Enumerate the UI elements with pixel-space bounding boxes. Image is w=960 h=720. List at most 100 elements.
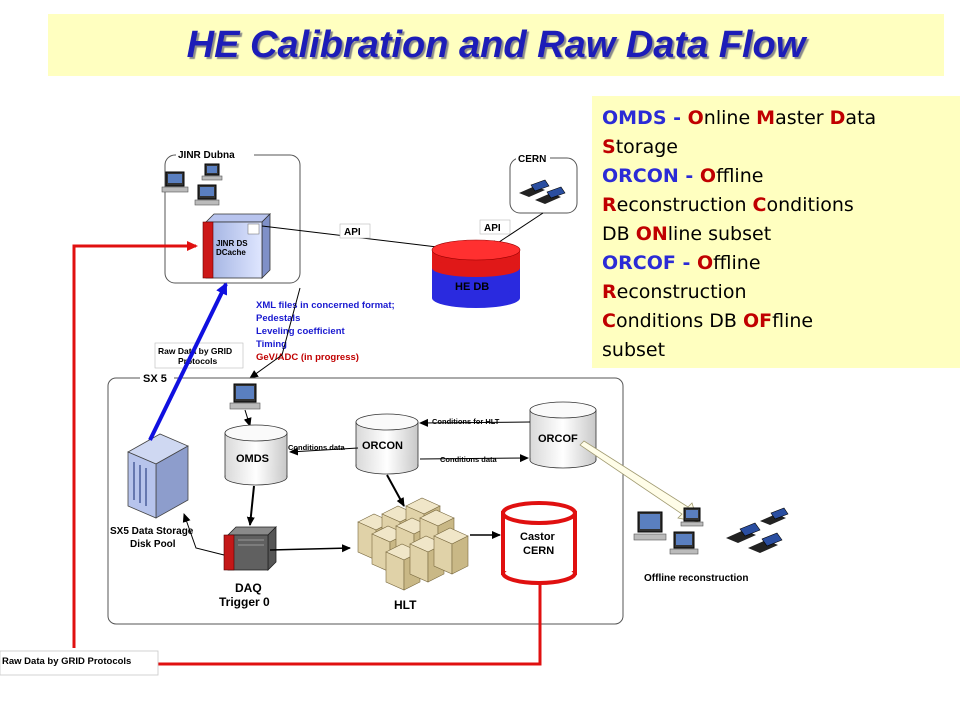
sx5-box <box>107 377 624 625</box>
sx5-label: SX 5 <box>143 373 167 385</box>
hlt-cluster-icon <box>357 497 469 591</box>
storage-label: SX5 Data Storage <box>110 526 194 537</box>
laptop-icon <box>535 186 566 204</box>
conditions-data-arrow <box>289 447 359 456</box>
legend-segment: fline <box>772 310 814 332</box>
conditions-data-arrow <box>419 454 529 463</box>
computer-icon <box>194 184 220 206</box>
legend-segment: M <box>756 107 776 129</box>
omds-cylinder <box>224 424 288 486</box>
he-db-label: HE DB <box>455 281 489 293</box>
legend-line: DB ONline subset <box>602 220 960 249</box>
conditions-data-label: Conditions data <box>288 443 345 452</box>
computer-icon <box>161 171 189 193</box>
orcon-label: ORCON <box>362 440 403 452</box>
legend-segment: - <box>675 252 697 274</box>
disk-pool-label: Disk Pool <box>130 539 176 550</box>
legend-segment: O <box>687 107 704 129</box>
legend-segment: ata <box>845 107 877 129</box>
computer-icon <box>669 531 699 555</box>
laptop-icon <box>760 507 789 525</box>
raw-data-red-flow <box>158 582 542 666</box>
raw-data-red-flow <box>72 241 198 648</box>
laptop-icon <box>748 532 783 553</box>
legend-segment: S <box>602 136 616 158</box>
legend-segment: line subset <box>667 223 772 245</box>
orcof-to-offline-arrow <box>579 440 699 523</box>
omds-label: OMDS <box>236 453 269 465</box>
api-right-label: API <box>484 223 501 234</box>
legend-segment: O <box>699 165 717 187</box>
timing-label: Timing <box>256 339 287 350</box>
legend-segment: C <box>602 310 616 332</box>
computer-icon <box>680 507 704 527</box>
gev-adc-label: GeV/ADC (in progress) <box>256 352 359 363</box>
legend-line: ORCOF - Offline <box>602 249 960 278</box>
legend-segment: onditions DB <box>615 310 743 332</box>
cern-label: CERN <box>518 154 546 165</box>
legend-segment: R <box>602 194 617 216</box>
xml-files-label: XML files in concerned format; <box>256 300 395 311</box>
legend-line: subset <box>602 336 960 365</box>
dcache-label: DCache <box>216 248 246 257</box>
trigger-label: Trigger 0 <box>219 595 270 609</box>
conditions-hlt-arrow <box>419 418 531 427</box>
legend-segment: nline <box>703 107 757 129</box>
legend-segment: ffline <box>716 165 764 187</box>
jinr-dubna-label: JINR Dubna <box>178 150 235 161</box>
legend-segment: DB <box>602 223 636 245</box>
legend-segment: OF <box>743 310 773 332</box>
legend-segment: - <box>678 165 700 187</box>
legend-segment: torage <box>615 136 678 158</box>
legend-segment: ON <box>635 223 668 245</box>
legend-segment: ffline <box>713 252 761 274</box>
computer-icon <box>201 163 223 181</box>
api-left-label: API <box>344 227 361 238</box>
orcon-cylinder <box>355 413 419 475</box>
legend-segment: aster <box>775 107 830 129</box>
disk-pool-server-icon <box>127 433 189 519</box>
title-band: HE Calibration and Raw Data Flow <box>48 14 944 76</box>
castor-cern-cylinder <box>501 501 577 585</box>
jinr-ds-server-icon <box>202 213 271 279</box>
conditions-hlt-label: Conditions for HLT <box>432 417 500 426</box>
hlt-label: HLT <box>394 598 417 612</box>
legend-segment: - <box>666 107 688 129</box>
computer-icon <box>633 511 667 541</box>
legend-line: OMDS - Online Master Data <box>602 104 960 133</box>
legend-line: Conditions DB OFfline <box>602 307 960 336</box>
orcof-cylinder <box>529 401 597 469</box>
legend-segment: subset <box>602 339 666 361</box>
page-title: HE Calibration and Raw Data Flow <box>186 24 806 66</box>
daq-server-icon <box>223 526 277 571</box>
daq-label: DAQ <box>235 581 262 595</box>
db-to-sx5-arrow <box>249 287 301 379</box>
laptop-icon <box>726 522 761 543</box>
legend-segment: O <box>696 252 714 274</box>
legend-segment: D <box>829 107 846 129</box>
legend-segment: ORCOF <box>602 252 676 274</box>
raw-data-bottom-label: Raw Data by GRID Protocols <box>2 656 131 667</box>
raw-data-blue-flow <box>148 282 228 441</box>
orcof-label: ORCOF <box>538 433 578 445</box>
jinr-ds-label: JINR DS <box>216 239 248 248</box>
legend-segment: R <box>602 281 617 303</box>
legend-segment: ORCON <box>602 165 679 187</box>
laptop-icon <box>519 179 550 197</box>
offline-reconstruction-label: Offline reconstruction <box>644 573 748 584</box>
raw-grid-label: Protocols <box>178 356 217 366</box>
legend-segment: econstruction <box>616 194 753 216</box>
castor-cern-label: CERN <box>523 545 554 557</box>
legend-line: Storage <box>602 133 960 162</box>
leveling-label: Leveling coefficient <box>256 326 346 337</box>
legend-line: Reconstruction <box>602 278 960 307</box>
conditions-data-label: Conditions data <box>440 455 497 464</box>
pedestals-label: Pedestals <box>256 313 300 324</box>
legend-line: ORCON - Offline <box>602 162 960 191</box>
castor-label: Castor <box>520 531 556 543</box>
legend-segment: C <box>752 194 767 216</box>
raw-data-bottom-box <box>0 650 159 676</box>
legend-segment: onditions <box>766 194 854 216</box>
legend-line: Reconstruction Conditions <box>602 191 960 220</box>
